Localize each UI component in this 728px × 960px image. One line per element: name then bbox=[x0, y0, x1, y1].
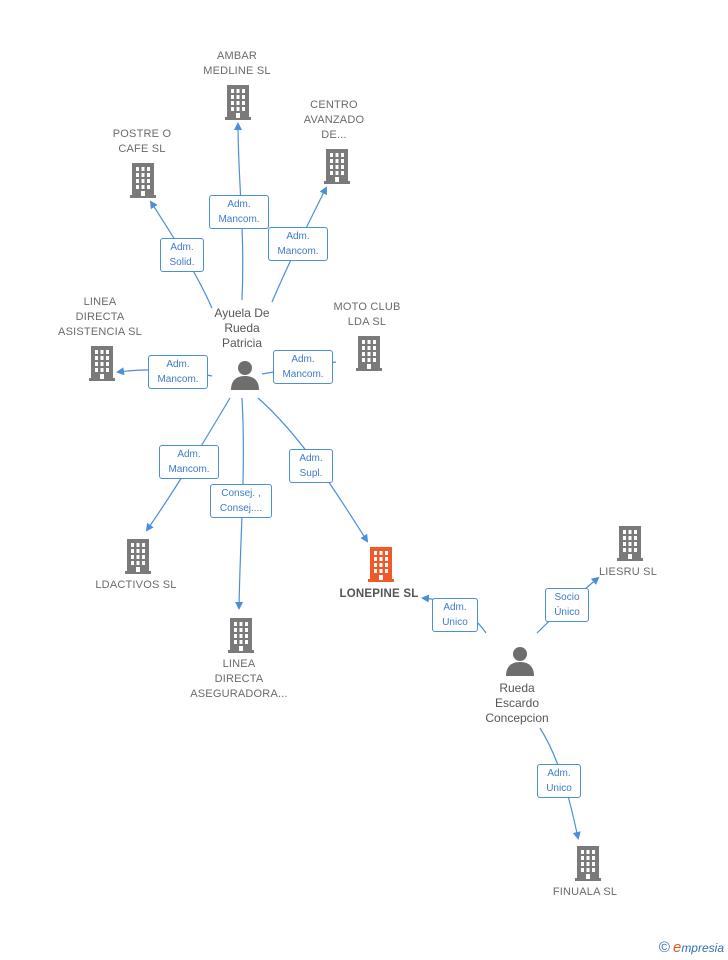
relation-finuala-badge[interactable]: Adm.Unico bbox=[537, 764, 581, 798]
building-icon[interactable] bbox=[130, 162, 156, 198]
building-icon[interactable] bbox=[89, 345, 115, 381]
building-icon-focus[interactable] bbox=[368, 546, 394, 582]
relation-postre-badge[interactable]: Adm.Solid. bbox=[160, 238, 204, 272]
building-icon[interactable] bbox=[356, 335, 382, 371]
company-ldactivos-label[interactable]: LDACTIVOS SL bbox=[95, 579, 177, 591]
relation-aseguradora-badge[interactable]: Consej. ,Consej.... bbox=[210, 484, 272, 518]
building-icon[interactable] bbox=[125, 538, 151, 574]
relation-ldactivos-badge[interactable]: Adm.Mancom. bbox=[159, 445, 219, 479]
building-icon[interactable] bbox=[225, 84, 251, 120]
company-liesru-label[interactable]: LIESRU SL bbox=[598, 566, 658, 578]
building-icon[interactable] bbox=[324, 148, 350, 184]
copyright-icon: © bbox=[658, 939, 670, 956]
relation-linea-directa-asistencia-badge[interactable]: Adm.Mancom. bbox=[148, 355, 208, 389]
person-icon[interactable] bbox=[505, 646, 535, 676]
empresia-logo[interactable]: ©empresia bbox=[658, 939, 724, 956]
building-icon[interactable] bbox=[617, 525, 643, 561]
relation-lonepine-rueda-badge[interactable]: Adm.Unico bbox=[432, 598, 478, 632]
company-finuala-label[interactable]: FINUALA SL bbox=[552, 886, 618, 898]
person-icon[interactable] bbox=[230, 360, 260, 390]
company-lonepine-label[interactable]: LONEPINE SL bbox=[339, 588, 419, 600]
relation-centro-badge[interactable]: Adm.Mancom. bbox=[268, 227, 328, 261]
relation-moto-badge[interactable]: Adm.Mancom. bbox=[273, 350, 333, 384]
relation-lonepine-ayuela-badge[interactable]: Adm.Supl. bbox=[289, 449, 333, 483]
relation-ambar-badge[interactable]: Adm.Mancom. bbox=[209, 195, 269, 229]
building-icon[interactable] bbox=[575, 845, 601, 881]
building-icon[interactable] bbox=[228, 617, 254, 653]
